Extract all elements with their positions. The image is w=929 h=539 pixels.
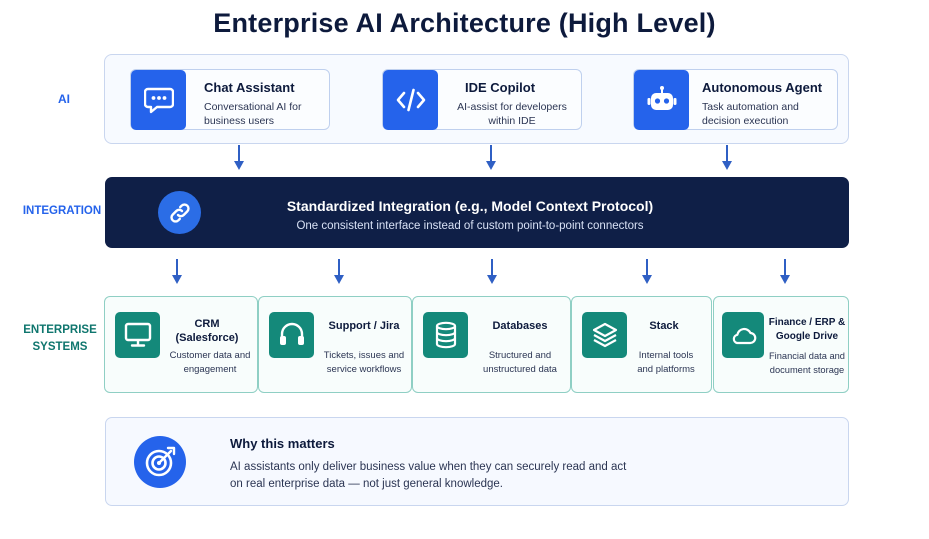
ai-card-desc-line: AI-assist for developers [457, 101, 567, 113]
enterprise-card-title-line: CRM [194, 318, 220, 330]
enterprise-card-desc: Structured and unstructured data [475, 349, 565, 377]
cloud-icon [722, 312, 764, 358]
layers-icon [582, 312, 627, 358]
integration-title: Standardized Integration (e.g., Model Co… [286, 198, 654, 214]
why-text-line: AI assistants only deliver business valu… [230, 461, 627, 473]
code-icon [383, 70, 438, 130]
enterprise-card-stack[interactable]: Stack Internal tools and platforms [571, 296, 712, 393]
layer-label-enterprise-line1: ENTERPRISE [23, 324, 97, 336]
enterprise-card-desc-line: Structured and [488, 350, 552, 361]
enterprise-card-crm[interactable]: CRM (Salesforce) Customer data and engag… [104, 296, 258, 393]
ai-card-desc: Conversational AI for business users [204, 100, 301, 128]
ai-card-title: Chat Assistant [204, 80, 295, 95]
ai-card-chat-assistant[interactable]: Chat Assistant Conversational AI for bus… [130, 69, 330, 130]
enterprise-card-databases[interactable]: Databases Structured and unstructured da… [412, 296, 571, 393]
enterprise-card-title-line: Google Drive [775, 331, 839, 342]
enterprise-card-desc: Internal tools and platforms [628, 349, 704, 377]
target-icon [134, 436, 186, 488]
ai-card-title: IDE Copilot [465, 80, 536, 95]
enterprise-card-desc-line: engagement [183, 364, 237, 375]
ai-card-ide-copilot[interactable]: IDE Copilot AI-assist for developers wit… [382, 69, 582, 130]
integration-layer[interactable]: Standardized Integration (e.g., Model Co… [105, 177, 849, 248]
enterprise-card-title: CRM (Salesforce) [167, 317, 247, 345]
ai-card-desc-line: Conversational AI for [204, 101, 302, 113]
layer-label-enterprise: ENTERPRISE SYSTEMS [8, 322, 112, 356]
layer-label-integration: INTEGRATION [22, 205, 102, 217]
enterprise-card-desc-line: Customer data and [169, 350, 251, 361]
link-icon [158, 191, 201, 234]
enterprise-card-title: Finance / ERP & Google Drive [766, 316, 848, 344]
why-text: AI assistants only deliver business valu… [230, 459, 690, 493]
layer-label-ai: AI [58, 92, 70, 106]
enterprise-card-finance-erp[interactable]: Finance / ERP & Google Drive Financial d… [713, 296, 849, 393]
page-title: Enterprise AI Architecture (High Level) [213, 8, 716, 38]
down-arrow-icon [334, 259, 344, 284]
why-this-matters-panel: Why this matters AI assistants only deli… [105, 417, 849, 506]
down-arrow-icon [172, 259, 182, 284]
enterprise-card-desc: Tickets, issues and service workflows [319, 349, 409, 377]
robot-icon [634, 70, 689, 130]
down-arrow-icon [487, 259, 497, 284]
enterprise-card-desc-line: document storage [769, 365, 845, 375]
enterprise-card-desc-line: service workflows [326, 364, 402, 375]
enterprise-card-desc-line: unstructured data [483, 364, 557, 375]
enterprise-card-desc-line: Tickets, issues and [323, 350, 405, 361]
ai-card-desc-line: Task automation and [702, 101, 799, 113]
down-arrow-icon [234, 145, 244, 170]
down-arrow-icon [780, 259, 790, 284]
ai-card-autonomous-agent[interactable]: Autonomous Agent Task automation and dec… [633, 69, 838, 130]
ai-card-title: Autonomous Agent [702, 80, 823, 95]
ai-card-desc-line: decision execution [702, 115, 789, 127]
down-arrow-icon [722, 145, 732, 170]
integration-subtitle: One consistent interface instead of cust… [296, 220, 644, 232]
down-arrow-icon [642, 259, 652, 284]
why-text-line: on real enterprise data — not just gener… [230, 478, 503, 490]
enterprise-card-support-jira[interactable]: Support / Jira Tickets, issues and servi… [258, 296, 412, 393]
enterprise-card-desc-line: and platforms [637, 364, 695, 375]
down-arrow-icon [486, 145, 496, 170]
enterprise-card-desc-line: Internal tools [638, 350, 694, 361]
enterprise-card-desc-line: Financial data and [769, 351, 845, 361]
database-icon [423, 312, 468, 358]
enterprise-card-title: Stack [649, 320, 679, 332]
headset-icon [269, 312, 314, 358]
enterprise-card-title-line: Finance / ERP & [768, 317, 846, 328]
enterprise-card-title: Databases [492, 320, 548, 332]
chat-icon [131, 70, 186, 130]
ai-card-desc-line: business users [204, 115, 275, 127]
enterprise-card-title: Support / Jira [328, 320, 400, 332]
enterprise-card-title-line: (Salesforce) [175, 332, 239, 344]
ai-card-desc: AI-assist for developers within IDE [447, 100, 577, 128]
layer-label-enterprise-line2: SYSTEMS [32, 341, 88, 353]
why-title: Why this matters [230, 436, 335, 451]
enterprise-card-desc: Customer data and engagement [165, 349, 255, 377]
enterprise-card-desc: Financial data and document storage [764, 349, 850, 377]
monitor-icon [115, 312, 160, 358]
ai-card-desc-line: within IDE [488, 115, 536, 127]
ai-card-desc: Task automation and decision execution [702, 100, 799, 128]
